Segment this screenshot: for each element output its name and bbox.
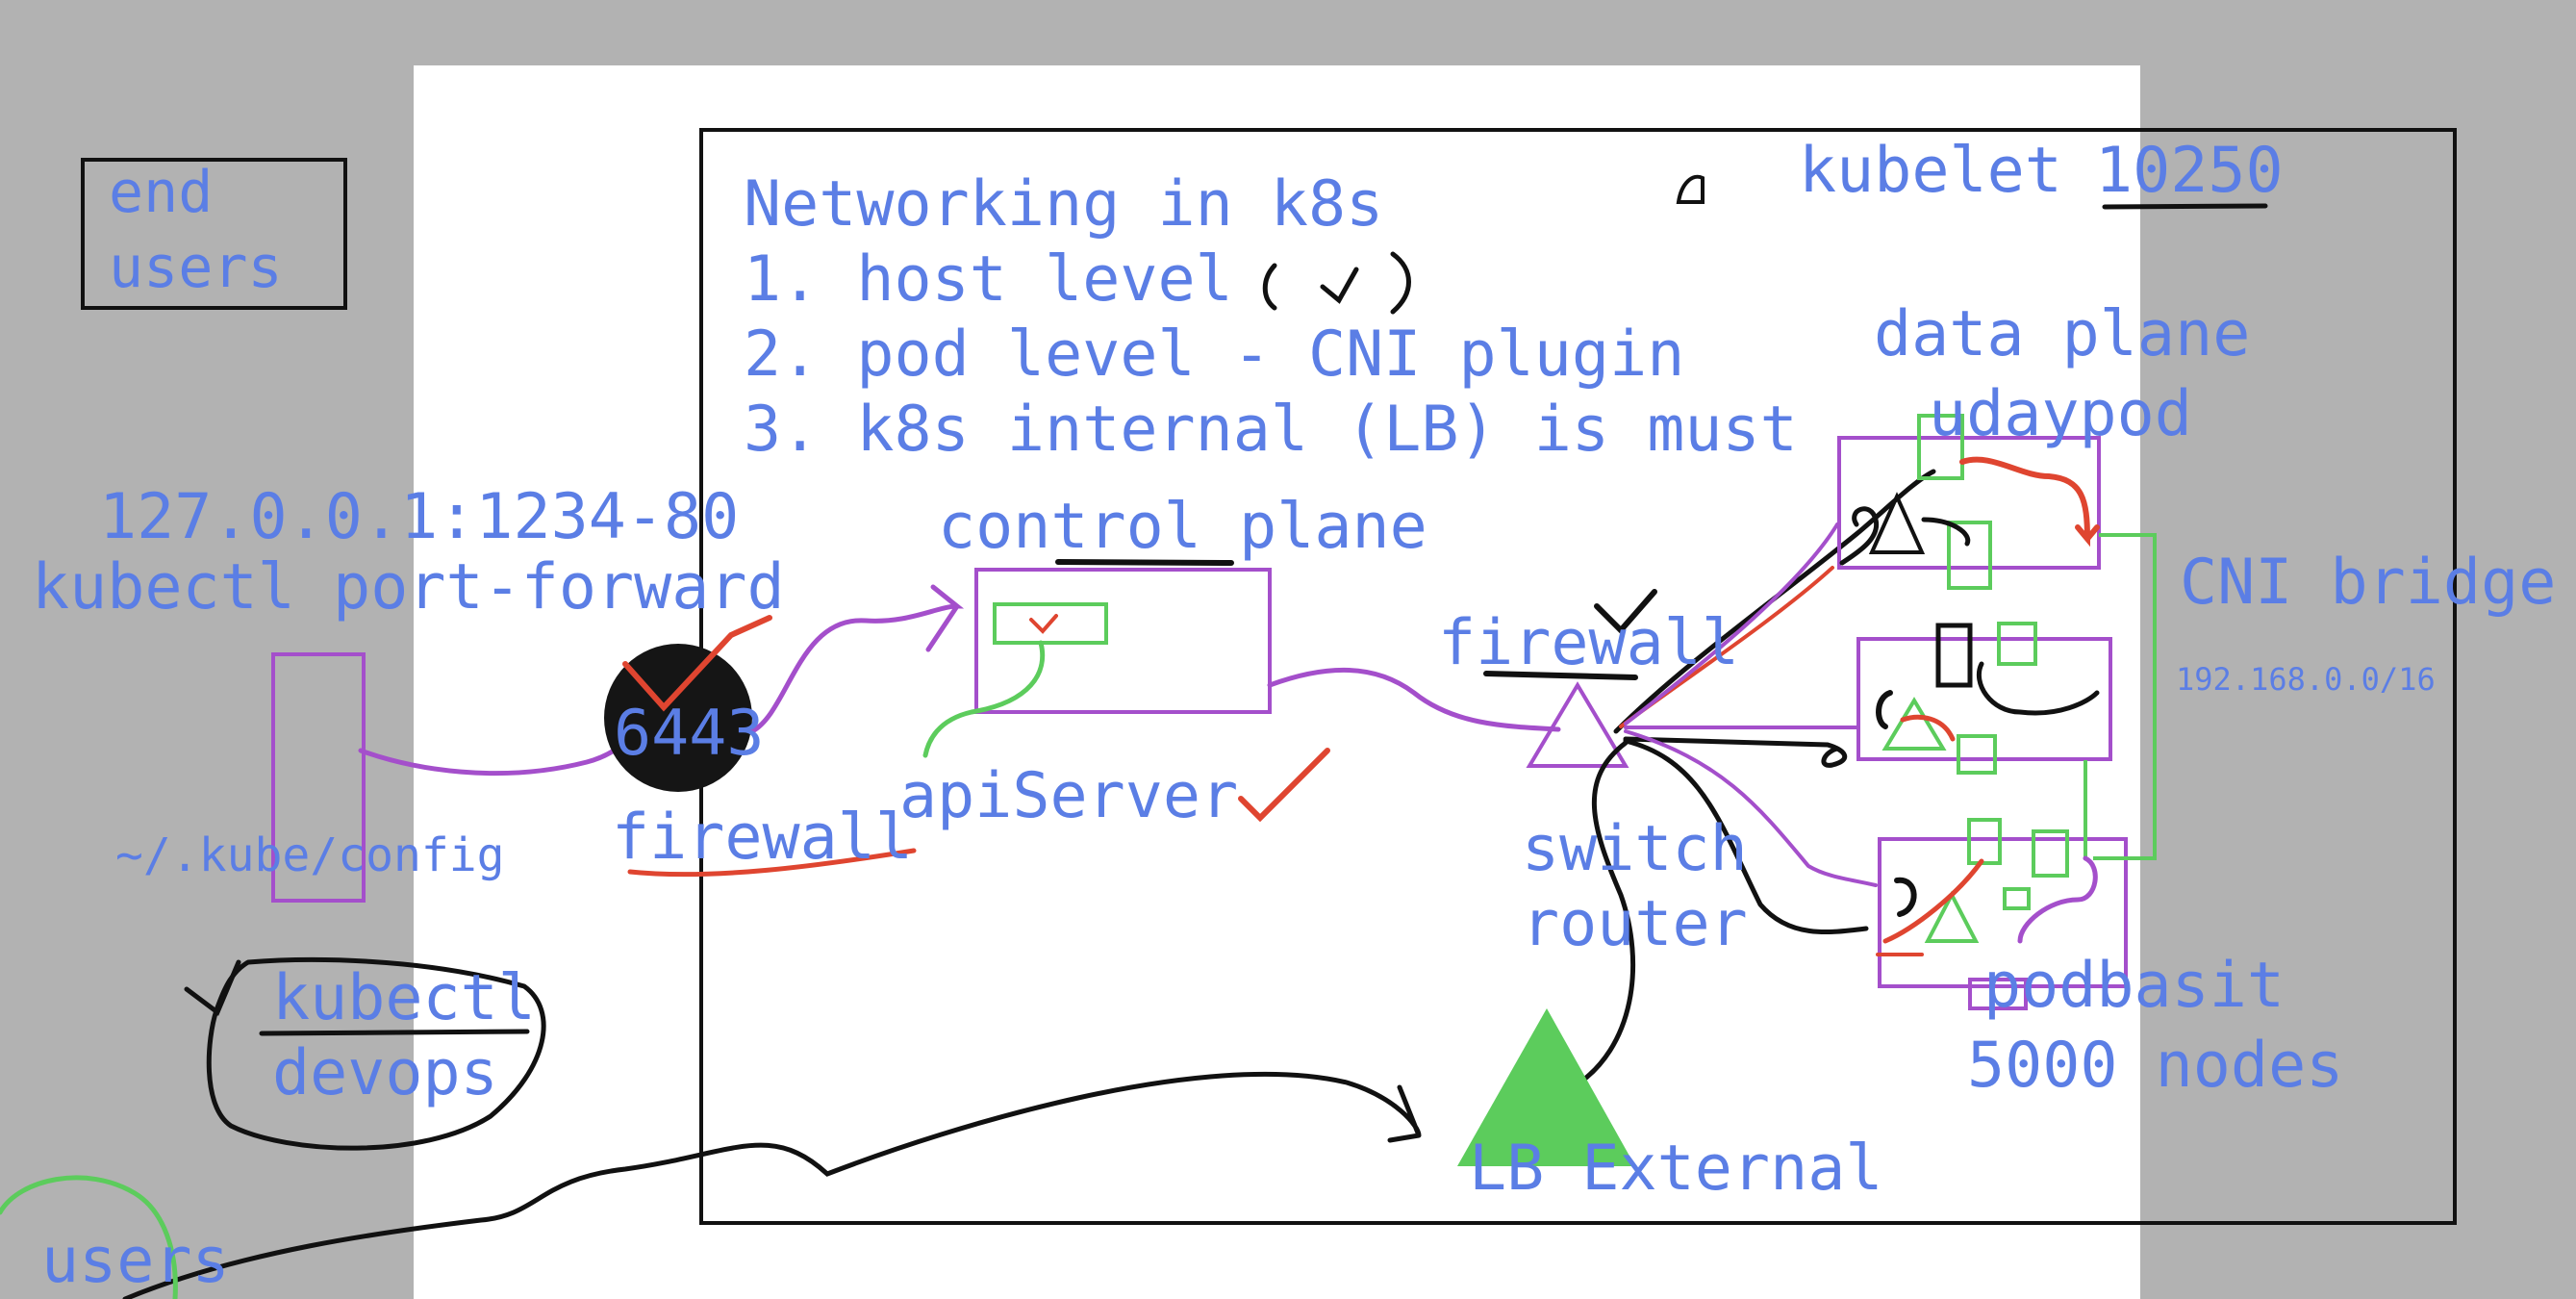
switch-to-pod3-black	[1623, 738, 1869, 935]
pod3-black-circle	[1894, 877, 1917, 917]
kubectl-check	[184, 959, 241, 1016]
end-users-label-line2: users	[109, 234, 283, 301]
pod-box-middle	[1856, 637, 2112, 761]
container-box-2a	[1997, 622, 2037, 666]
firewall-left-label: firewall	[612, 802, 914, 874]
lb-external-label: LB External	[1469, 1133, 1883, 1205]
board-title: Networking in k8s	[744, 168, 1384, 241]
container-box-3a	[1967, 818, 2002, 865]
nodes-label: 5000 nodes	[1967, 1030, 2344, 1102]
pod2-black-circle	[1876, 690, 1893, 729]
board-item-1: 1. host level	[744, 243, 1233, 316]
api-server-pointer	[922, 640, 1046, 758]
control-plane-label: control plane	[938, 491, 1427, 563]
pod-box-podbasit	[1878, 837, 2128, 988]
cni-bridge-label: CNI bridge	[2180, 547, 2557, 619]
pod3-triangle	[1924, 890, 1980, 943]
kubelet-port-label: 10250	[2095, 135, 2284, 207]
container-box-2b	[1957, 734, 1997, 775]
podbasit-lower-tag	[1968, 978, 2028, 1010]
stray-mark	[1676, 174, 1705, 204]
pod1-ink-scribble	[1839, 506, 1971, 566]
pod3-purple-loop	[2017, 855, 2098, 944]
control-plane-underline	[1055, 559, 1234, 566]
end-users-box	[81, 158, 347, 310]
pod3-red-arrow	[1882, 858, 1984, 944]
pod-box-udaypod	[1837, 436, 2101, 570]
kubectl-to-6443-line	[358, 730, 638, 777]
host-level-check-bracket	[1262, 251, 1411, 315]
pod1-triangle	[1868, 492, 1926, 554]
pod1-red-arrow	[1959, 456, 2100, 548]
data-plane-label: data plane	[1874, 298, 2251, 370]
control-plane-box	[974, 568, 1272, 714]
end-users-label-line1: end	[109, 159, 214, 226]
firewall-left-underline	[627, 848, 917, 878]
users-green-arc	[0, 1175, 178, 1299]
switch-router-icon	[1526, 681, 1629, 768]
users-to-lb-line	[122, 1071, 1422, 1299]
firewall-right-label: firewall	[1438, 607, 1740, 679]
kubectl-underline	[259, 1029, 530, 1036]
cni-bridge-wiring	[2084, 533, 2157, 860]
pod2-red-arrow	[1900, 714, 1956, 742]
kubelet-label: kubelet	[1799, 135, 2062, 207]
api-server-check	[1029, 614, 1058, 634]
board-item-2: 2. pod level - CNI plugin	[744, 318, 1685, 391]
switch-to-pod1-black	[1613, 469, 1936, 734]
switch-to-lb-line	[1570, 740, 1636, 1090]
port-forward-address: 127.0.0.1:1234-80	[99, 481, 740, 553]
kubectl-devops-loop	[206, 957, 546, 1151]
board-item-3: 3. k8s internal (LB) is must	[744, 394, 1798, 466]
check-mark-6443	[622, 615, 772, 712]
users-label: users	[41, 1225, 230, 1297]
switch-label: switch	[1522, 813, 1748, 885]
switch-to-pod1-purple	[1624, 522, 1839, 726]
port-forward-command: kubectl port-forward	[32, 551, 785, 624]
container-box-1a	[1917, 414, 1964, 480]
cidr-label: 192.168.0.0/16	[2176, 661, 2436, 698]
api-server-label: apiServer	[899, 760, 1239, 832]
control-plane-to-switch-line	[1267, 667, 1561, 732]
kubeconfig-box	[271, 652, 366, 903]
udaypod-label: udaypod	[1929, 378, 2192, 450]
6443-to-control-plane-line	[749, 584, 965, 734]
switch-to-pod2-black	[1623, 736, 1847, 768]
api-server-check-mark	[1238, 748, 1330, 823]
container-box-1b	[1947, 521, 1992, 590]
podbasit-label: podbasit	[1983, 950, 2286, 1022]
kube-config-label: ~/.kube/config	[115, 828, 505, 882]
kubelet-port-underline	[2102, 203, 2268, 210]
firewall-right-check	[1594, 589, 1657, 635]
container-box-3b	[2032, 829, 2069, 878]
port-6443-label: 6443	[614, 698, 765, 770]
devops-label: devops	[272, 1037, 498, 1109]
router-label: router	[1522, 888, 1748, 960]
pod2-triangle	[1881, 697, 1947, 751]
firewall-right-underline	[1483, 671, 1638, 680]
kubectl-label: kubectl	[272, 962, 536, 1034]
api-server-box	[993, 602, 1108, 645]
switch-to-pod3-purple	[1624, 729, 1878, 887]
pod2-ink-scribble	[1935, 623, 2100, 716]
container-box-3c	[2003, 887, 2031, 910]
lb-external-icon	[1457, 1008, 1635, 1166]
